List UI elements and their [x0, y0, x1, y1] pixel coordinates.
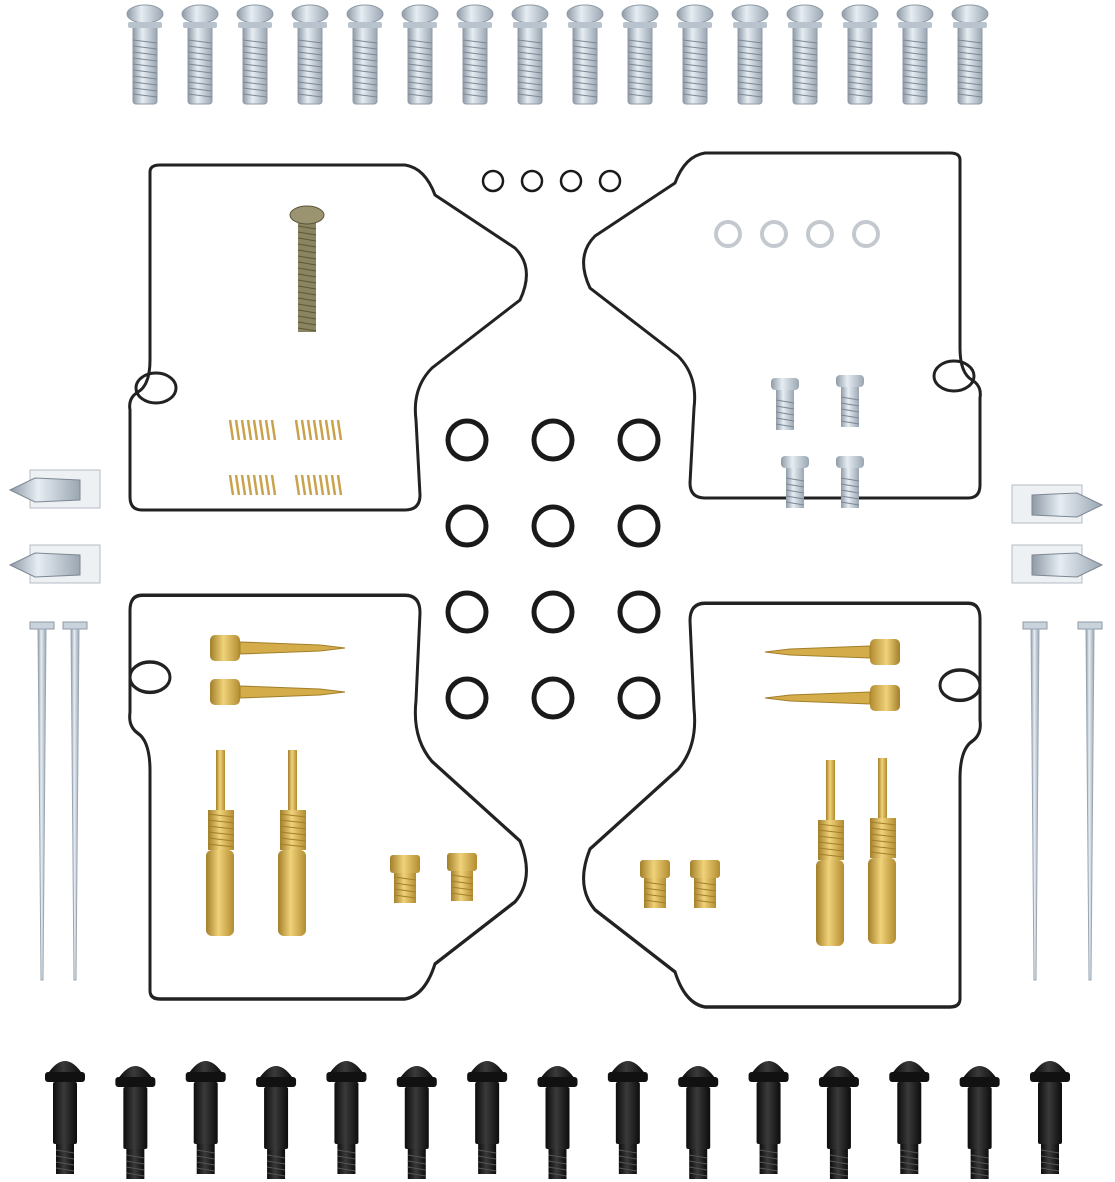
small-clear-ring — [852, 220, 880, 248]
brass-pilot-screw — [764, 685, 900, 711]
o-ring — [445, 418, 489, 462]
spring — [294, 474, 343, 496]
silver-screw — [841, 4, 879, 105]
black-screw — [1030, 1061, 1070, 1174]
silver-screw — [731, 4, 769, 105]
silver-screw — [896, 4, 934, 105]
black-screw — [45, 1061, 85, 1174]
small-clear-ring — [760, 220, 788, 248]
o-ring — [531, 418, 575, 462]
silver-screw — [456, 4, 494, 105]
short-silver-screw — [781, 456, 809, 508]
black-screw — [467, 1061, 508, 1174]
brass-main-jet — [690, 860, 720, 908]
brass-pilot-screw — [210, 635, 346, 661]
short-silver-screw — [836, 375, 864, 427]
float-needle-valve — [1011, 544, 1104, 584]
long-pilot-screw — [289, 205, 325, 332]
spring — [228, 419, 277, 441]
jet-needle — [62, 621, 88, 981]
small-black-ring — [520, 169, 544, 193]
o-ring — [531, 590, 575, 634]
misc-parts — [8, 205, 1104, 981]
silver-screw — [786, 4, 824, 105]
brass-main-jet — [447, 853, 477, 901]
silver-screw — [291, 4, 329, 105]
silver-screw — [346, 4, 384, 105]
small-rings — [481, 169, 880, 248]
jet-needle — [29, 621, 55, 981]
o-ring-grid — [445, 418, 661, 720]
black-screw — [678, 1066, 719, 1179]
spring — [294, 419, 343, 441]
brass-main-jet — [390, 855, 420, 903]
silver-screw — [511, 4, 549, 105]
jet-needle — [1077, 621, 1103, 981]
gasket-bottom-right — [581, 601, 983, 1009]
o-ring — [531, 676, 575, 720]
float-needle-valve — [1011, 484, 1104, 524]
small-black-ring — [481, 169, 505, 193]
silver-screw — [951, 4, 989, 105]
black-screw — [396, 1066, 437, 1179]
o-ring — [617, 590, 661, 634]
black-screw — [959, 1066, 1000, 1179]
black-screw — [256, 1066, 297, 1179]
short-silver-screw — [836, 456, 864, 508]
silver-screw — [566, 4, 604, 105]
gasket-top-left — [128, 163, 528, 512]
silver-screw — [401, 4, 439, 105]
o-ring — [445, 676, 489, 720]
black-screw — [326, 1061, 367, 1174]
black-screw — [185, 1061, 226, 1174]
spring — [228, 474, 277, 496]
black-screw — [537, 1066, 578, 1179]
silver-screws-row — [126, 4, 989, 105]
gasket-top-right — [582, 151, 982, 500]
silver-screw — [126, 4, 164, 105]
black-screw — [607, 1061, 648, 1174]
jet-needle — [1022, 621, 1048, 981]
brass-needle-jet — [816, 760, 845, 946]
silver-screw — [621, 4, 659, 105]
small-clear-ring — [714, 220, 742, 248]
black-screw — [818, 1066, 859, 1179]
silver-screw — [181, 4, 219, 105]
small-clear-ring — [806, 220, 834, 248]
black-screw — [889, 1061, 930, 1174]
o-ring — [445, 590, 489, 634]
brass-pilot-screw — [764, 639, 900, 665]
o-ring — [617, 504, 661, 548]
brass-needle-jet — [868, 758, 897, 944]
o-ring — [617, 418, 661, 462]
float-needle-valve — [8, 469, 101, 509]
brass-pilot-screw — [210, 679, 346, 705]
black-screw — [748, 1061, 789, 1174]
small-black-ring — [559, 169, 583, 193]
black-screws-row — [45, 1061, 1070, 1179]
gaskets — [127, 151, 983, 1009]
brass-needle-jet — [206, 750, 235, 936]
brass-main-jet — [640, 860, 670, 908]
o-ring — [531, 504, 575, 548]
small-black-ring — [598, 169, 622, 193]
short-silver-screw — [771, 378, 799, 430]
float-needle-valve — [8, 544, 101, 584]
brass-needle-jet — [278, 750, 307, 936]
silver-screw — [236, 4, 274, 105]
gasket-bottom-left — [127, 593, 529, 1001]
silver-screw — [676, 4, 714, 105]
o-ring — [617, 676, 661, 720]
o-ring — [445, 504, 489, 548]
black-screw — [115, 1066, 156, 1179]
